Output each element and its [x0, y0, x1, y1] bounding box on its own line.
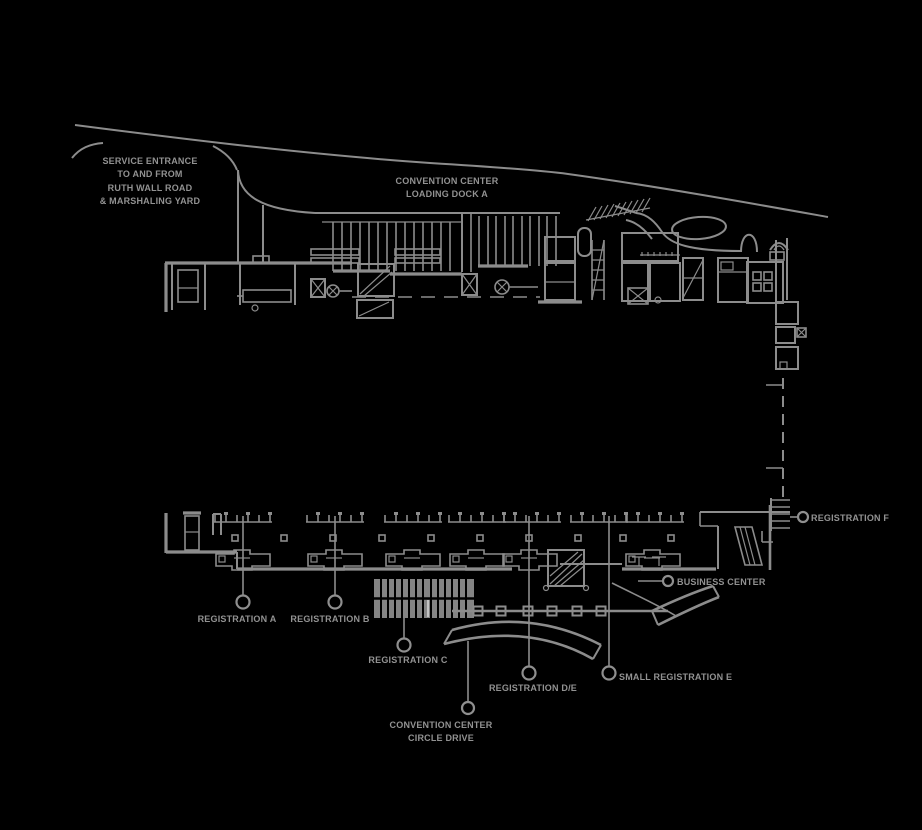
columns: [231, 534, 675, 542]
registration-a-marker: [235, 594, 251, 610]
freight-elevator-icon: [310, 278, 352, 298]
escalator-icon: [542, 549, 590, 592]
east-corridor: [766, 378, 784, 502]
business-center-marker: [661, 574, 675, 588]
dock-bays-east: [478, 216, 557, 266]
circle-drive-marker: [460, 700, 476, 716]
elevator-x-icon: [627, 287, 649, 305]
small-elevator-x-icon: [796, 327, 807, 338]
loading-dock-label-2: LOADING DOCK A: [406, 189, 488, 199]
dock-bays-west: [332, 222, 451, 271]
registration-f-label: REGISTRATION F: [811, 513, 889, 523]
small-registration-e-label: SMALL REGISTRATION E: [619, 672, 732, 682]
registration-f-marker: [796, 510, 810, 524]
drive-island: [671, 215, 727, 241]
registration-a-label: REGISTRATION A: [198, 614, 277, 624]
service-entrance-label-2: TO AND FROM: [117, 169, 182, 179]
loading-dock-building: [164, 169, 807, 370]
walkway-colonnade: [452, 605, 668, 617]
business-center-label: BUSINESS CENTER: [677, 577, 766, 587]
stair-icon: [591, 239, 605, 301]
registration-de-marker: [521, 665, 537, 681]
labels: SERVICE ENTRANCE TO AND FROM RUTH WALL R…: [100, 156, 889, 743]
registration-b-label: REGISTRATION B: [290, 614, 369, 624]
small-registration-e-marker: [601, 665, 617, 681]
lower-building: [164, 505, 790, 618]
circle-drive-canopy: [443, 582, 720, 661]
circle-drive-label-1: CONVENTION CENTER: [390, 720, 493, 730]
freight-elevator-icon-2: [461, 273, 538, 296]
service-entrance-label-3: RUTH WALL ROAD: [108, 183, 193, 193]
ruth-wall-road: [71, 124, 829, 218]
registration-c-label: REGISTRATION C: [368, 655, 447, 665]
circle-drive-label-2: CIRCLE DRIVE: [408, 733, 474, 743]
registration-b-marker: [327, 594, 343, 610]
registration-c-marker: [396, 637, 412, 653]
leader-lines: [242, 516, 662, 701]
service-entrance-label-4: & MARSHALING YARD: [100, 196, 201, 206]
registration-de-label: REGISTRATION D/E: [489, 683, 577, 693]
service-entrance-label-1: SERVICE ENTRANCE: [102, 156, 197, 166]
loading-dock-label-1: CONVENTION CENTER: [396, 176, 499, 186]
escalator-ramp-icon: [733, 526, 764, 566]
